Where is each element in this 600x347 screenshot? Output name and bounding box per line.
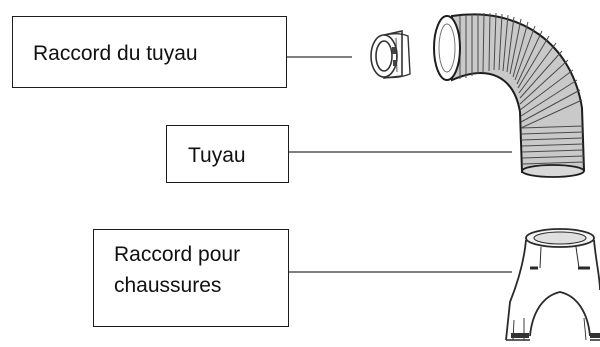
hose-illustration bbox=[433, 12, 586, 178]
hose-connector-label: Raccord du tuyau bbox=[33, 42, 198, 65]
hose-label-box: Tuyau bbox=[166, 125, 289, 183]
hose-connector-illustration bbox=[370, 30, 411, 79]
hose-label: Tuyau bbox=[188, 144, 246, 167]
shoe-connector-illustration bbox=[505, 228, 600, 341]
shoe-connector-label: Raccord pour chaussures bbox=[114, 243, 241, 297]
shoe-connector-label-box: Raccord pour chaussures bbox=[93, 229, 289, 327]
hose-connector-label-box: Raccord du tuyau bbox=[12, 16, 287, 88]
